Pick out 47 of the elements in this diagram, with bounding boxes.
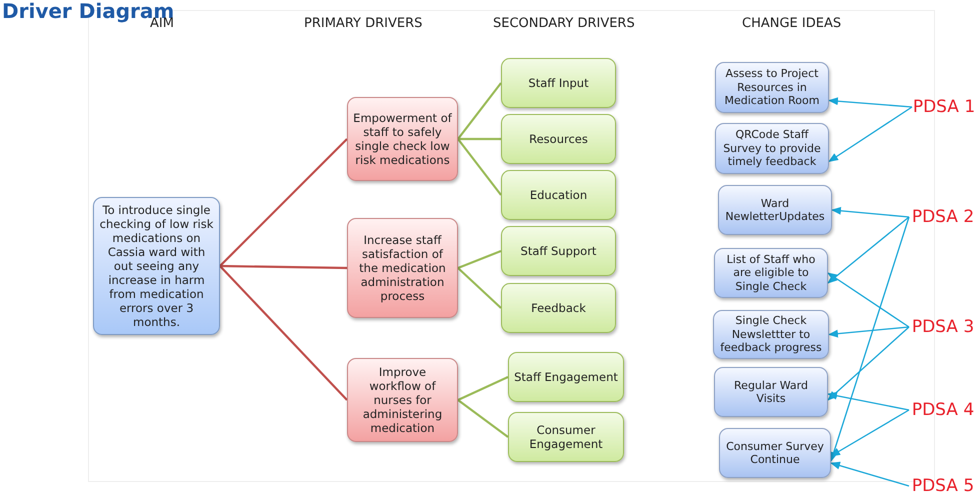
primary-driver-box: Empowerment of staff to safely single check low risk medications — [347, 97, 458, 181]
connector-line — [458, 138, 501, 140]
secondary-driver-box: Education — [501, 170, 616, 220]
change-idea-box: Ward NewletterUpdates — [718, 185, 832, 235]
change-idea-box: Assess to Project Resources in Medication Room — [715, 62, 829, 113]
pdsa-label: PDSA 5 — [911, 475, 975, 496]
change-idea-box: Consumer Survey Continue — [719, 428, 831, 478]
pdsa-label: PDSA 2 — [911, 206, 975, 228]
arrow — [830, 462, 910, 487]
connector-line — [458, 376, 508, 401]
connector-line — [219, 138, 348, 267]
arrow — [827, 216, 910, 284]
connector-line — [458, 250, 502, 270]
arrow — [830, 216, 910, 462]
arrow — [828, 326, 910, 338]
pdsa-label: PDSA 1 — [914, 96, 974, 118]
connector-line — [457, 138, 502, 196]
connector-line — [220, 264, 348, 270]
column-heading: SECONDARY DRIVERS — [493, 16, 635, 31]
connector-line — [457, 399, 509, 438]
change-idea-box: Single Check Newslettter to feedback progress — [713, 310, 829, 359]
secondary-driver-box: Consumer Engagement — [508, 412, 624, 462]
secondary-driver-box: Staff Input — [501, 58, 616, 108]
secondary-driver-box: Staff Engagement — [508, 352, 624, 402]
arrow — [827, 272, 910, 328]
connector-line — [457, 267, 502, 309]
pdsa-label: PDSA 4 — [911, 399, 975, 421]
arrow — [828, 106, 912, 162]
arrow — [827, 392, 910, 411]
secondary-driver-box: Resources — [501, 114, 616, 164]
column-heading: CHANGE IDEAS — [742, 16, 842, 31]
column-heading: PRIMARY DRIVERS — [304, 16, 422, 31]
connector-line — [457, 82, 502, 140]
arrow — [828, 97, 912, 108]
change-idea-box: Regular Ward Visits — [714, 367, 828, 417]
pdsa-label: PDSA 3 — [911, 316, 975, 338]
secondary-driver-box: Staff Support — [501, 226, 616, 276]
secondary-driver-box: Feedback — [501, 283, 616, 333]
change-idea-box: QRCode Staff Survey to provide timely feedback — [715, 123, 829, 174]
aim-box: To introduce single checking of low risk medications on Cassia ward with out seeing any increase in harm from medication errors over 3 months. — [93, 197, 220, 335]
arrow — [831, 206, 910, 218]
arrow — [827, 326, 910, 401]
change-idea-box: List of Staff who are eligible to Single Check — [714, 248, 828, 298]
primary-driver-box: Increase staff satisfaction of the medication administration process — [347, 218, 458, 318]
primary-driver-box: Improve workflow of nurses for administering medication — [347, 358, 458, 442]
arrow — [830, 409, 910, 457]
connector-line — [219, 265, 348, 401]
